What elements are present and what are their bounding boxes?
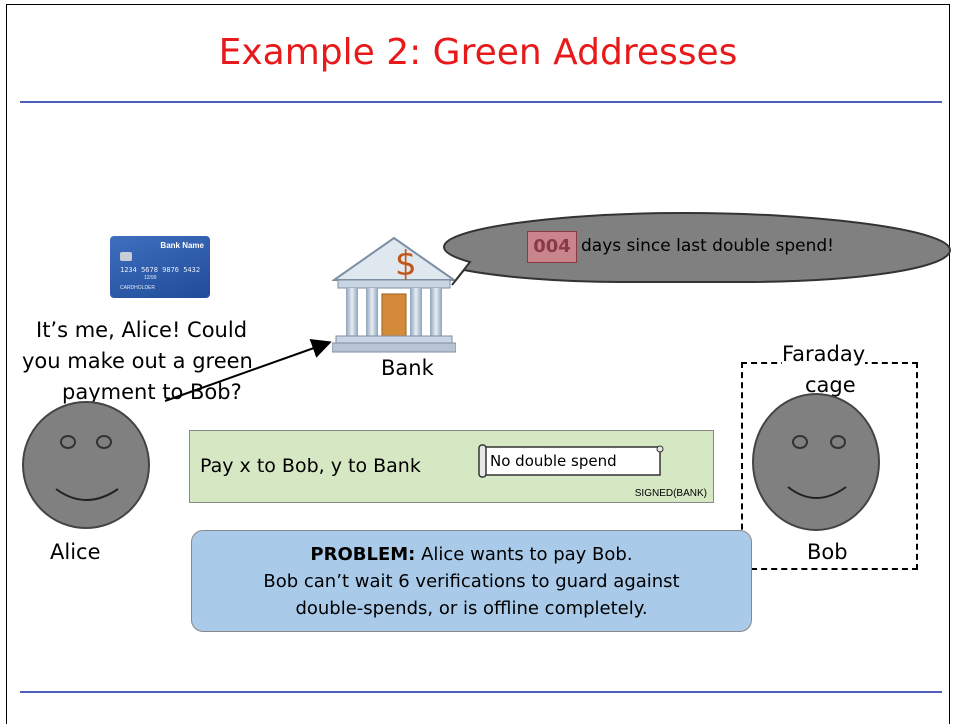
card-holder: CARDHOLDER	[120, 285, 156, 291]
problem-line-1: PROBLEM: Alice wants to pay Bob.	[192, 541, 751, 568]
alice-smile-icon	[55, 488, 119, 501]
bank-label: Bank	[381, 356, 434, 380]
scroll-label: No double spend	[490, 452, 617, 470]
card-number: 1234 5678 9876 5432	[120, 266, 201, 274]
alice-speech-line-1: It’s me, Alice! Could	[36, 318, 248, 342]
problem-line-1-text: Alice wants to pay Bob.	[415, 544, 633, 565]
bank-speech-text: days since last double spend!	[581, 236, 834, 256]
bob-right-eye	[830, 435, 846, 449]
slide-frame	[6, 4, 950, 724]
problem-line-2: Bob can’t wait 6 verifications to guard …	[263, 571, 680, 592]
alice-label: Alice	[50, 540, 101, 564]
footer-rule	[20, 691, 942, 693]
faraday-cage-label-line-1: Faraday	[782, 342, 866, 366]
alice-right-eye	[96, 435, 112, 449]
bob-label: Bob	[807, 540, 848, 564]
credit-card-icon: Bank Name 1234 5678 9876 5432 12/99 CARD…	[110, 236, 210, 298]
bob-smile-icon	[787, 486, 847, 499]
alice-face-icon	[22, 401, 150, 529]
problem-heading: PROBLEM:	[310, 544, 416, 565]
card-bank-name: Bank Name	[160, 241, 204, 250]
signed-label: SIGNED(BANK)	[634, 488, 707, 499]
problem-box: PROBLEM: Alice wants to pay Bob. Bob can…	[191, 530, 752, 632]
alice-left-eye	[60, 435, 76, 449]
dollar-sign-icon: $	[395, 244, 417, 284]
bob-face-icon	[752, 393, 880, 531]
scroll-icon	[478, 444, 664, 478]
payment-box: Pay x to Bob, y to Bank No double spend …	[189, 430, 714, 503]
alice-speech-line-2: you make out a green	[22, 349, 253, 373]
title-rule	[20, 101, 942, 103]
problem-line-3: double-spends, or is offline completely.	[295, 598, 648, 619]
double-spend-counter: 004	[527, 231, 577, 263]
slide-title: Example 2: Green Addresses	[218, 32, 738, 73]
card-chip-icon	[120, 252, 132, 261]
bank-building-icon	[332, 236, 456, 353]
payment-text: Pay x to Bob, y to Bank	[200, 455, 421, 477]
card-expiry: 12/99	[144, 275, 157, 281]
bob-left-eye	[792, 435, 808, 449]
